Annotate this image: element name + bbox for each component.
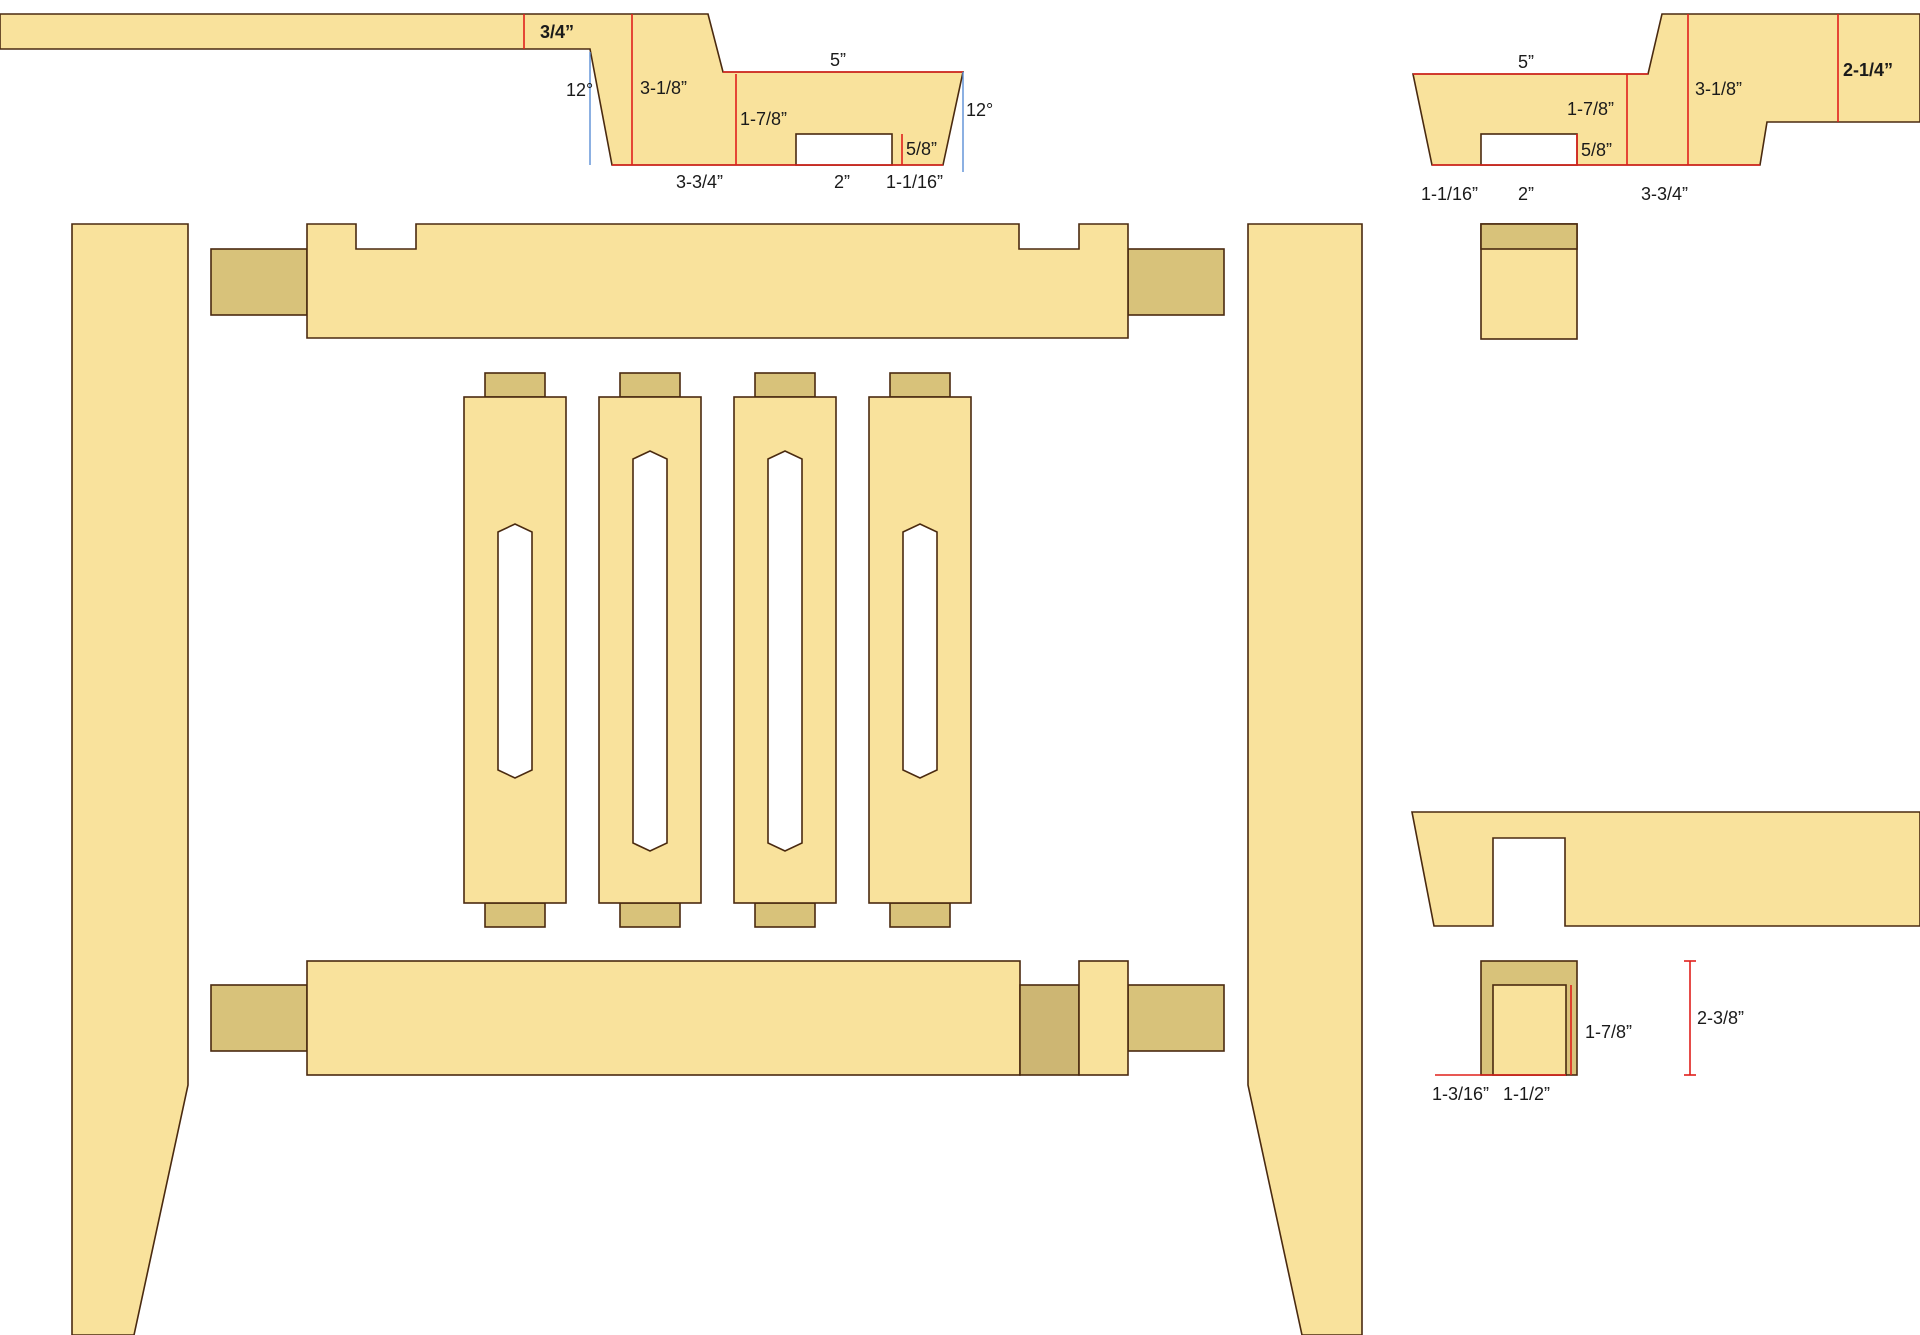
slat-1 [463,372,567,928]
top-right-bottom-right-label: 3-3/4” [1641,184,1688,204]
top-rail-tenon-left [210,248,308,316]
top-left-width-label: 5” [830,50,846,70]
right-leg [1247,223,1363,1335]
left-leg [71,223,189,1335]
end-detail-width-label: 1-1/2” [1503,1084,1550,1104]
top-right-slot [1480,133,1578,166]
bottom-rail [210,960,1225,1076]
end-detail-offset-label: 1-3/16” [1432,1084,1489,1104]
bottom-rail-block [1078,960,1129,1076]
top-left-slot [795,133,893,166]
small-block [1480,223,1578,340]
top-right-slot-height-label: 5/8” [1581,140,1612,160]
slat-4 [868,372,972,928]
end-detail-height-inner-label: 1-7/8” [1585,1022,1632,1042]
slat-2-tenon-top [619,372,681,398]
end-detail-inner [1492,984,1567,1076]
slat-4-tenon-bottom [889,902,951,928]
top-left-inner-height-label: 1-7/8” [740,109,787,129]
top-left-angle-left-label: 12° [566,80,593,100]
top-left-height-label: 3-1/8” [640,78,687,98]
top-left-thickness-label: 3/4” [540,22,574,42]
bottom-rail-body [306,960,1021,1076]
top-rail-body [306,223,1129,339]
top-rail [210,223,1225,339]
bottom-rail-tenon-right [1127,984,1225,1052]
slat-3-mortise [767,450,803,852]
slats [463,372,972,928]
slat-3-tenon-bottom [754,902,816,928]
top-right-thickness-label: 2-1/4” [1843,60,1893,80]
slat-3 [733,372,837,928]
slat-1-mortise [497,523,533,779]
top-right-profile: 5” 1-7/8” 3-1/8” 2-1/4” 5/8” 1-1/16” 2” … [1412,13,1920,204]
top-left-bottom-right-label: 1-1/16” [886,172,943,192]
end-detail: 1-7/8” 2-3/8” 1-3/16” 1-1/2” [1432,960,1744,1104]
top-right-width-label: 5” [1518,52,1534,72]
top-left-slot-height-label: 5/8” [906,139,937,159]
lower-right-profile-body [1411,811,1920,927]
bottom-rail-tenon-left [210,984,308,1052]
small-block-cap [1480,223,1578,250]
top-left-profile: 3/4” 3-1/8” 12° 1-7/8” 5” 12° 5/8” 3-3/4… [0,13,993,192]
end-detail-height-outer-label: 2-3/8” [1697,1008,1744,1028]
slat-4-tenon-top [889,372,951,398]
slat-2 [598,372,702,928]
top-right-bottom-left-label: 1-1/16” [1421,184,1478,204]
lower-right-profile [1411,811,1920,927]
bottom-rail-block-dark [1019,984,1080,1076]
top-right-inner-height-label: 1-7/8” [1567,99,1614,119]
slat-4-mortise [902,523,938,779]
top-right-slot-width-label: 2” [1518,184,1534,204]
slat-2-mortise [632,450,668,852]
top-left-bottom-left-label: 3-3/4” [676,172,723,192]
slat-2-tenon-bottom [619,902,681,928]
slat-3-tenon-top [754,372,816,398]
slat-1-tenon-top [484,372,546,398]
top-right-height-label: 3-1/8” [1695,79,1742,99]
top-left-slot-width-label: 2” [834,172,850,192]
top-left-angle-right-label: 12° [966,100,993,120]
slat-1-tenon-bottom [484,902,546,928]
top-rail-tenon-right [1127,248,1225,316]
